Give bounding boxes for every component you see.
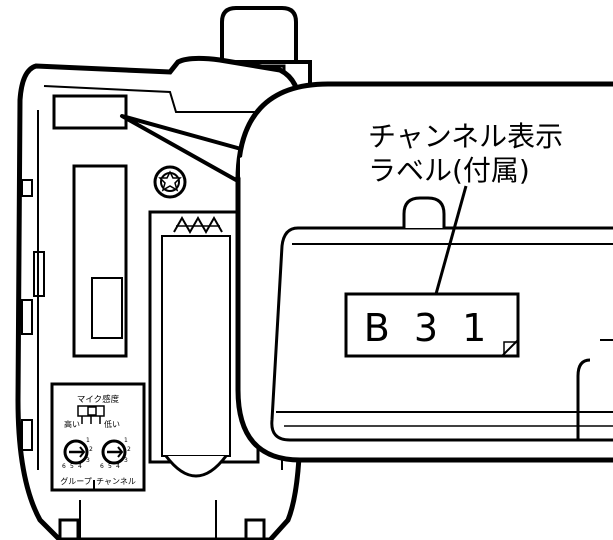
magnified-callout: B 3 1 チャンネル表示 ラベル(付属) (235, 81, 613, 463)
group-digit: 1 (86, 437, 90, 444)
mic-sensitivity-label: マイク感度 (77, 394, 120, 405)
channel-digit: 2 (127, 446, 131, 453)
callout-title-line2: ラベル(付属) (368, 154, 530, 187)
label-slot (52, 94, 128, 130)
group-digit: 2 (89, 446, 93, 453)
group-digit: 3 (86, 457, 90, 464)
channel-display-label (344, 292, 520, 358)
leader-line (434, 185, 468, 295)
window-panel (72, 164, 128, 358)
group-label: グループ (60, 476, 92, 486)
high-label: 高い (64, 419, 80, 429)
channel-digit: 1 (124, 437, 128, 444)
callout-title-line1: チャンネル表示 (368, 120, 563, 153)
channel-digit: 3 (124, 457, 128, 464)
channel-label-value: B 3 1 (364, 306, 493, 350)
channel-digit: 5 (108, 463, 112, 470)
group-digit: 5 (70, 463, 74, 470)
control-panel: マイク感度 高い 低い 1 2 3 4 5 6 1 2 3 4 5 (50, 382, 146, 492)
screw-icon (153, 165, 187, 199)
channel-digit: 6 (100, 463, 104, 470)
channel-label: チャンネル (96, 477, 136, 486)
channel-digit: 4 (116, 463, 120, 470)
channel-dial[interactable] (101, 439, 127, 465)
group-digit: 6 (62, 463, 66, 470)
group-dial[interactable] (63, 439, 89, 465)
low-label: 低い (104, 419, 120, 429)
group-digit: 4 (78, 463, 82, 470)
